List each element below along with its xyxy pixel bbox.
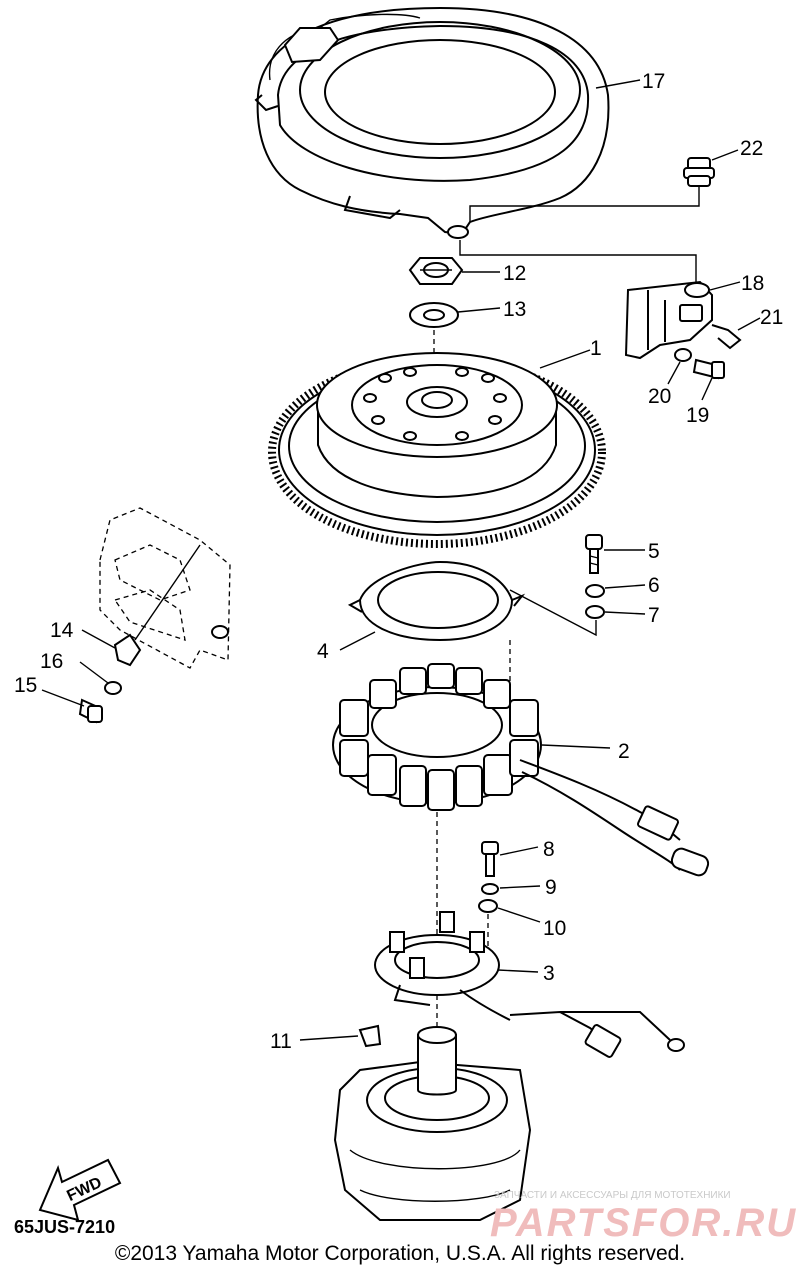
diagram-code: 65JUS-7210	[14, 1217, 115, 1237]
callout-14: 14	[50, 619, 74, 642]
washer-16-part	[104, 681, 122, 695]
flywheel-nut-part	[408, 257, 464, 285]
callout-9: 9	[545, 876, 557, 899]
flywheel-part	[268, 352, 606, 548]
callout-19: 19	[686, 404, 709, 427]
callout-10: 10	[543, 917, 566, 940]
stator-part	[332, 663, 710, 877]
callout-6: 6	[648, 574, 660, 597]
callout-20: 20	[648, 385, 671, 408]
callout-8: 8	[543, 838, 555, 861]
callout-4: 4	[317, 640, 329, 663]
callout-18: 18	[741, 272, 764, 295]
copyright-notice: ©2013 Yamaha Motor Corporation, U.S.A. A…	[114, 1242, 686, 1265]
callout-2: 2	[618, 740, 630, 763]
clamp-14-part	[113, 544, 201, 667]
callout-1: 1	[590, 337, 602, 360]
bracket-part	[624, 280, 713, 360]
clip-part	[711, 324, 742, 350]
callout-17: 17	[642, 70, 665, 93]
callout-16: 16	[40, 650, 63, 673]
callout-3: 3	[543, 962, 555, 985]
callout-11: 11	[270, 1030, 292, 1053]
pulser-coil-part	[374, 911, 511, 1021]
washer-20-part	[674, 348, 692, 362]
callout-22: 22	[740, 137, 763, 160]
callout-13: 13	[503, 298, 526, 321]
crankshaft-engine-part	[333, 1026, 532, 1221]
fwd-arrow: FWD	[38, 1158, 122, 1222]
washer-part	[409, 302, 459, 328]
callout-15: 15	[14, 674, 37, 697]
washer-9-part	[481, 883, 499, 895]
bolt-5-part	[585, 534, 603, 574]
callout-12: 12	[503, 262, 526, 285]
grommet-part	[683, 157, 715, 187]
watermark-brand: PARTSFOR.RU	[490, 1201, 797, 1245]
flywheel-holes	[363, 367, 507, 441]
screw-15-part	[78, 698, 103, 724]
pulser-wire-harness	[509, 1010, 685, 1058]
washer-7-part	[585, 605, 605, 619]
watermark-tagline: ЗАПЧАСТИ И АКСЕССУАРЫ ДЛЯ МОТОТЕХНИКИ	[494, 1190, 731, 1201]
callout-7: 7	[648, 604, 660, 627]
flywheel-cover-part	[254, 6, 610, 239]
ring-plate-part	[347, 560, 526, 642]
stator-coils	[339, 663, 539, 811]
screw-19-part	[692, 358, 725, 380]
woodruff-key-part	[358, 1024, 382, 1048]
bolt-8-part	[481, 841, 499, 877]
callout-21: 21	[760, 306, 783, 329]
washer-10-part	[478, 899, 498, 913]
callout-5: 5	[648, 540, 660, 563]
washer-6-part	[585, 584, 605, 598]
side-cover-part	[99, 507, 231, 669]
